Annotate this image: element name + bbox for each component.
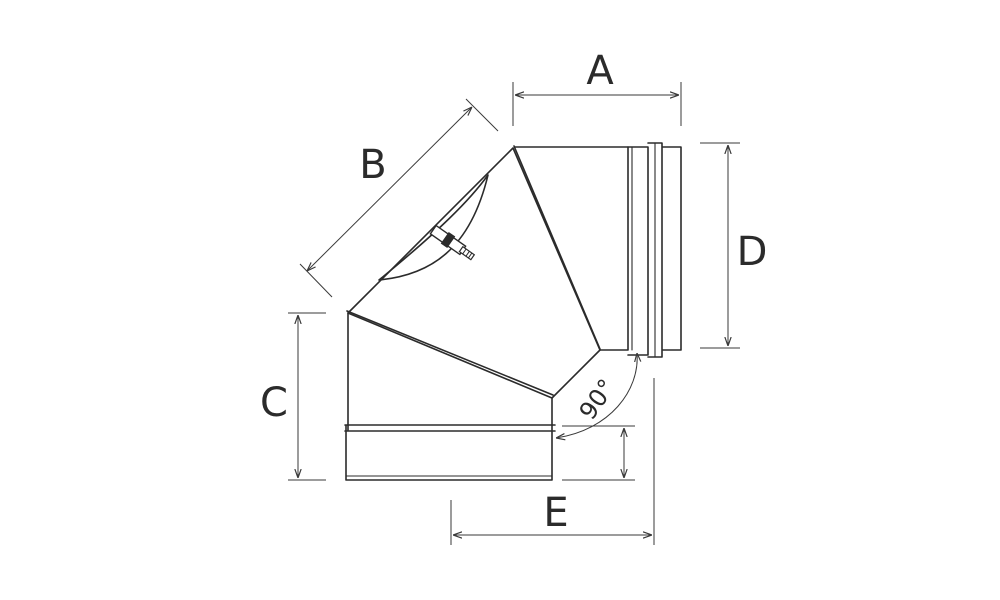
dimension-d-label: D [737, 229, 768, 275]
elbow-body [344, 142, 682, 481]
dimension-b-label: B [359, 142, 386, 188]
dimension-e-label: E [543, 490, 568, 536]
dimension-a-label: A [586, 48, 614, 94]
dimension-d: D [700, 142, 768, 349]
bottom-collar [344, 424, 556, 481]
bottom-segment [347, 312, 553, 431]
upper-segment [514, 146, 629, 351]
angle-label: 90° [574, 374, 621, 425]
damper-handle-icon [429, 224, 476, 261]
dimension-b: B [299, 98, 499, 298]
dimension-c-label: C [260, 380, 288, 426]
dimension-c: C [260, 312, 326, 481]
seam-upper [513, 145, 601, 350]
seam-lower [346, 310, 554, 396]
angle-indicator: 90° [556, 353, 637, 438]
dimension-a: A [512, 48, 682, 126]
